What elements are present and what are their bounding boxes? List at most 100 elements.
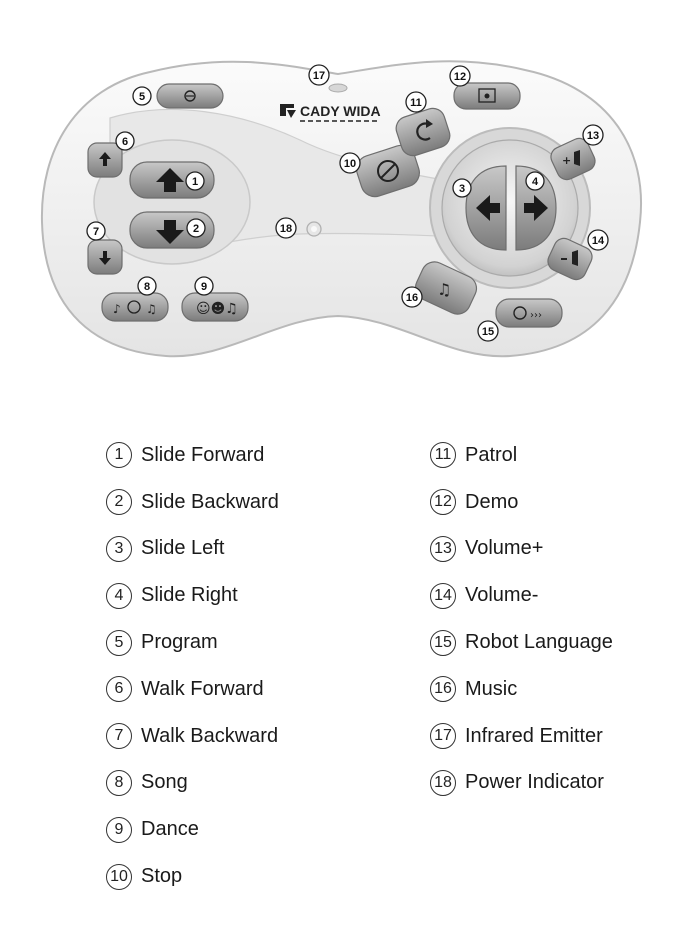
legend-number: 15	[430, 629, 456, 656]
svg-text:4: 4	[532, 176, 539, 188]
svg-text:11: 11	[410, 97, 422, 109]
arrow-up-icon	[156, 168, 184, 192]
legend-number: 7	[106, 723, 132, 750]
legend-item: 18 Power Indicator	[430, 760, 613, 807]
legend-number: 1	[106, 442, 132, 469]
legend-number: 10	[106, 863, 132, 890]
svg-text:›››: ›››	[530, 310, 542, 321]
callout-14: 14	[587, 229, 609, 251]
legend-item: 15 Robot Language	[430, 619, 613, 666]
legend-number: 16	[430, 676, 456, 703]
svg-text:+: +	[562, 154, 571, 167]
demo-button[interactable]	[453, 82, 521, 110]
legend-label: Slide Backward	[141, 490, 279, 513]
music-icon: ♫	[437, 280, 451, 299]
legend-label: Walk Backward	[141, 724, 279, 747]
volume-up-button[interactable]: +	[548, 135, 599, 183]
svg-text:10: 10	[344, 158, 356, 170]
legend-number: 2	[106, 489, 132, 516]
patrol-button[interactable]	[393, 105, 453, 158]
program-icon	[184, 90, 196, 102]
legend-label: Volume+	[465, 537, 544, 560]
controller-figure: CADY WIDA ♪ ♫ ☺☻♫	[40, 60, 642, 358]
legend-item: 6 Walk Forward	[106, 666, 279, 713]
walk-backward-button[interactable]	[87, 239, 123, 275]
callout-18: 18	[275, 217, 297, 239]
walk-backward-icon	[99, 251, 111, 265]
legend-number: 9	[106, 816, 132, 843]
svg-text:2: 2	[193, 223, 199, 235]
legend-item: 1 Slide Forward	[106, 432, 279, 479]
robot-language-icon	[513, 306, 527, 320]
legend-label: Walk Forward	[141, 677, 264, 700]
legend-label: Robot Language	[465, 631, 613, 654]
svg-text:♪: ♪	[113, 302, 121, 316]
brand-logo-text: CADY WIDA	[300, 103, 381, 119]
svg-text:12: 12	[454, 71, 466, 83]
walk-forward-icon	[99, 152, 111, 166]
dance-icon: ☺☻♫	[196, 301, 238, 317]
arrow-down-icon	[156, 220, 184, 244]
legend-item: 9 Dance	[106, 806, 279, 853]
legend-label: Slide Right	[141, 584, 238, 607]
svg-text:17: 17	[313, 70, 325, 82]
svg-text:14: 14	[592, 235, 605, 247]
volume-down-button[interactable]	[545, 235, 596, 283]
legend-label: Dance	[141, 818, 199, 841]
svg-text:♫: ♫	[146, 302, 157, 316]
svg-text:16: 16	[406, 292, 418, 304]
legend-number: 3	[106, 535, 132, 562]
stop-icon	[377, 160, 399, 182]
svg-text:3: 3	[459, 183, 465, 195]
program-button[interactable]	[156, 83, 224, 109]
callout-11: 11	[405, 91, 427, 113]
callout-7: 7	[86, 221, 106, 241]
legend-item: 4 Slide Right	[106, 572, 279, 619]
callout-8: 8	[137, 276, 157, 296]
walk-forward-button[interactable]	[87, 142, 123, 178]
svg-text:9: 9	[201, 281, 207, 293]
legend-label: Patrol	[465, 443, 518, 466]
music-button[interactable]: ♫	[411, 258, 480, 319]
robot-language-button[interactable]: ›››	[495, 298, 563, 328]
brand-logo: CADY WIDA	[280, 103, 381, 122]
legend-number: 14	[430, 582, 456, 609]
legend-label: Power Indicator	[465, 771, 604, 794]
svg-text:18: 18	[280, 223, 292, 235]
legend-number: 8	[106, 769, 132, 796]
callout-1: 1	[185, 171, 205, 191]
legend-label: Slide Forward	[141, 443, 265, 466]
legend-number: 4	[106, 582, 132, 609]
dance-button[interactable]: ☺☻♫	[181, 292, 249, 322]
song-button[interactable]: ♪ ♫	[101, 292, 169, 322]
infrared-emitter	[328, 83, 348, 93]
callout-6: 6	[115, 131, 135, 151]
callout-17: 17	[308, 64, 330, 86]
slide-left-button[interactable]	[465, 165, 507, 251]
demo-icon	[478, 88, 496, 103]
stop-button[interactable]	[353, 142, 423, 200]
legend-number: 18	[430, 769, 456, 796]
svg-text:6: 6	[122, 136, 128, 148]
callout-5: 5	[132, 86, 152, 106]
right-dpad-base	[441, 139, 579, 277]
legend-label: Infrared Emitter	[465, 724, 603, 747]
slide-right-button[interactable]	[515, 165, 557, 251]
legend-number: 6	[106, 676, 132, 703]
speaker-plus-icon	[574, 150, 580, 166]
svg-text:1: 1	[192, 176, 198, 188]
legend-number: 11	[430, 442, 456, 469]
callout-16: 16	[401, 286, 423, 308]
callout-3: 3	[452, 178, 472, 198]
song-icon	[127, 300, 141, 314]
